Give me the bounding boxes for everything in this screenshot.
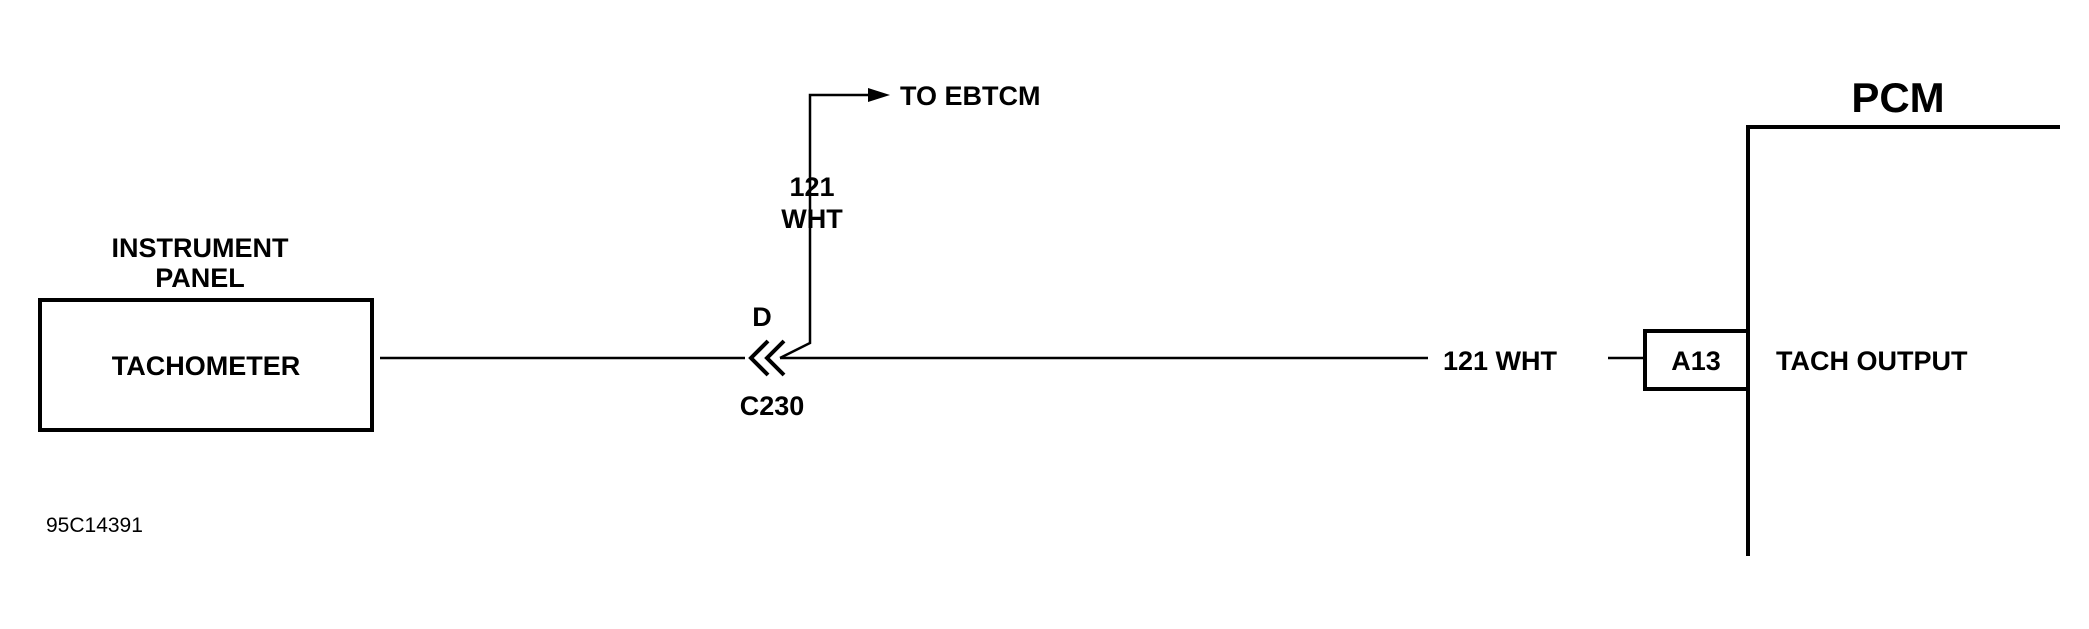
main-wire-label: 121 WHT: [1443, 346, 1558, 376]
pcm-title: PCM: [1851, 74, 1944, 121]
terminal-a13-label: A13: [1671, 346, 1721, 376]
branch-color-label: WHT: [781, 204, 843, 234]
arrow-right-icon: [868, 88, 890, 102]
pcm-module-edge: [1746, 125, 2060, 556]
branch-destination-label: TO EBTCM: [900, 81, 1041, 111]
instrument-panel-title-line1: INSTRUMENT: [112, 233, 289, 263]
connector-pin-label: D: [752, 302, 772, 332]
instrument-panel-title-line2: PANEL: [155, 263, 245, 293]
tachometer-label: TACHOMETER: [112, 351, 301, 381]
figure-id-label: 95C14391: [46, 514, 143, 537]
connector-c230-symbol: [748, 339, 786, 377]
tachometer-box: [38, 298, 374, 432]
wire-branch-to-ebtcm: [779, 93, 872, 360]
connector-id-label: C230: [740, 391, 805, 421]
branch-circuit-label: 121: [789, 172, 834, 202]
pcm-function-label: TACH OUTPUT: [1776, 346, 1968, 376]
